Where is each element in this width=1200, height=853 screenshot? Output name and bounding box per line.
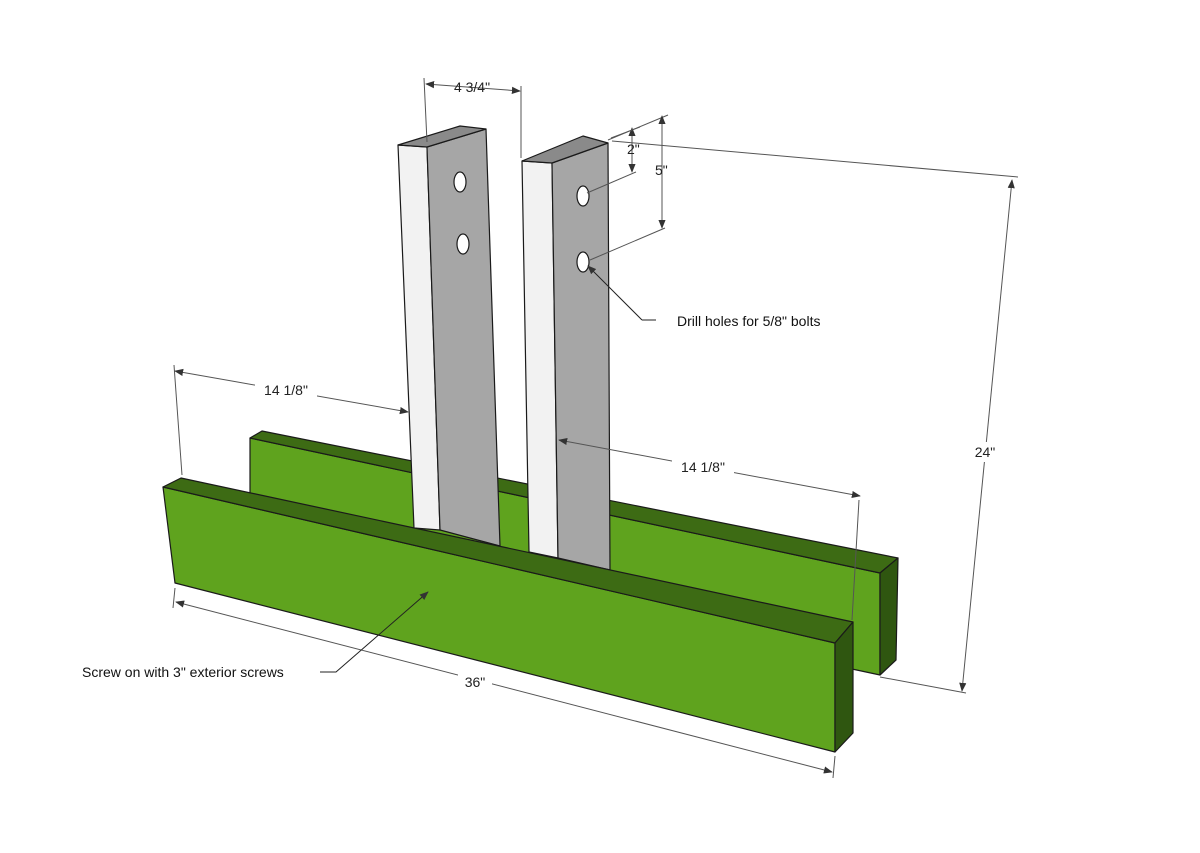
drill-holes-callout: Drill holes for 5/8" bolts (587, 265, 820, 329)
left-offset-dimension: 14 1/8" (173, 364, 409, 476)
front-board-end-face (834, 621, 854, 753)
left-post-lower-hole (456, 233, 470, 255)
right-offset-dimension: 14 1/8" (558, 437, 861, 621)
right-offset-label: 14 1/8" (681, 459, 725, 475)
left-post-top-face (397, 125, 487, 148)
screw-on-note: Screw on with 3" exterior screws (82, 664, 284, 680)
post-width-dimension: 4 3/4" (423, 77, 522, 158)
post-width-label: 4 3/4" (454, 79, 490, 95)
hole-spacing-label: 5" (655, 162, 668, 178)
back-board-end-face (879, 557, 899, 676)
hole-offset-dimension: 2" (586, 126, 641, 194)
right-post-top-face (521, 135, 609, 164)
height-dimension: 24" (611, 140, 1019, 694)
right-post (521, 135, 611, 571)
hole-offset-label: 2" (627, 141, 640, 157)
height-label: 24" (975, 444, 996, 460)
right-post-lower-hole (576, 251, 590, 273)
hole-spacing-dimension: 5" (589, 114, 669, 261)
drill-holes-note: Drill holes for 5/8" bolts (677, 313, 820, 329)
right-post-main-face (551, 142, 611, 571)
left-post-upper-hole (453, 171, 467, 193)
right-post-upper-hole (576, 185, 590, 207)
left-offset-label: 14 1/8" (264, 382, 308, 398)
left-post-main-face (426, 128, 501, 547)
left-post (397, 125, 501, 547)
length-label: 36" (465, 674, 486, 690)
length-dimension: 36" (172, 587, 836, 779)
screw-on-callout: Screw on with 3" exterior screws (82, 591, 429, 680)
